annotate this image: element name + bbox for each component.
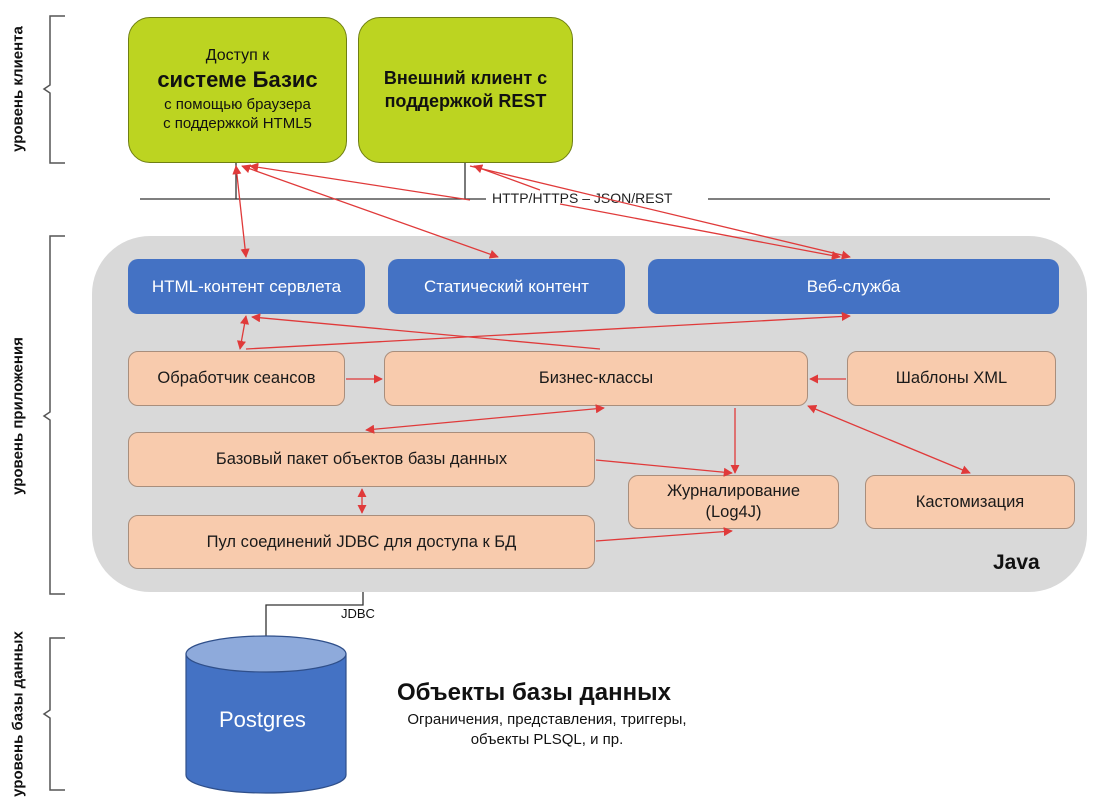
xml-templates-box: Шаблоны XML	[847, 351, 1056, 406]
db-objects-package-box: Базовый пакет объектов базы данных	[128, 432, 595, 487]
xml-templates-label: Шаблоны XML	[895, 369, 1008, 387]
db-objects-description-line2: объекты PLSQL, и пр.	[470, 731, 624, 748]
webservice-label: Веб-служба	[806, 276, 901, 296]
http-connection-label: HTTP/HTTPS – JSON/REST	[486, 190, 679, 206]
browser-client-title: системе Базис	[157, 67, 318, 92]
static-content-label: Статический контент	[424, 276, 589, 296]
static-content-box: Статический контент	[388, 259, 625, 314]
java-platform-label: Java	[993, 551, 1040, 574]
jdbc-label: JDBC	[341, 606, 375, 621]
servlet-content-label: HTML-контент сервлета	[151, 276, 342, 296]
db-objects-title: Объекты базы данных	[397, 679, 671, 706]
session-handler-box: Обработчик сеансов	[128, 351, 345, 406]
business-classes-box: Бизнес-классы	[384, 351, 808, 406]
session-handler-label: Обработчик сеансов	[157, 369, 316, 387]
logging-sublabel: (Log4J)	[705, 503, 762, 521]
postgres-cylinder	[185, 635, 347, 794]
customization-label: Кастомизация	[915, 492, 1025, 511]
rest-client-box: Внешний клиент с поддержкой REST	[358, 17, 573, 163]
browser-client-box: Доступ к системе Базис с помощью браузер…	[128, 17, 347, 163]
db-objects-description: Ограничения, представления, триггеры, об…	[367, 710, 727, 750]
rest-client-label: Внешний клиент с поддержкой REST	[383, 68, 548, 111]
browser-client-line4: с поддержкой HTML5	[163, 115, 312, 132]
client-tier-bracket	[42, 15, 65, 164]
database-tier-label: уровень базы данных	[9, 631, 27, 797]
postgres-label: Postgres	[219, 707, 306, 732]
business-classes-label: Бизнес-классы	[538, 369, 654, 387]
jdbc-pool-box: Пул соединений JDBC для доступа к БД	[128, 515, 595, 569]
db-objects-description-line1: Ограничения, представления, триггеры,	[407, 711, 687, 728]
jdbc-pool-label: Пул соединений JDBC для доступа к БД	[206, 532, 517, 551]
logging-label: Журналирование	[666, 482, 801, 500]
browser-client-line3: с помощью браузера	[164, 96, 311, 113]
customization-box: Кастомизация	[865, 475, 1075, 529]
application-tier-bracket	[42, 235, 65, 595]
webservice-box: Веб-служба	[648, 259, 1059, 314]
database-tier-bracket	[42, 637, 65, 791]
servlet-content-box: HTML-контент сервлета	[128, 259, 365, 314]
browser-client-line1: Доступ к	[205, 47, 270, 64]
client-tier-label: уровень клиента	[9, 26, 27, 152]
db-objects-package-label: Базовый пакет объектов базы данных	[215, 450, 508, 468]
logging-box: Журналирование (Log4J)	[628, 475, 839, 529]
application-tier-label: уровень приложения	[9, 337, 27, 495]
